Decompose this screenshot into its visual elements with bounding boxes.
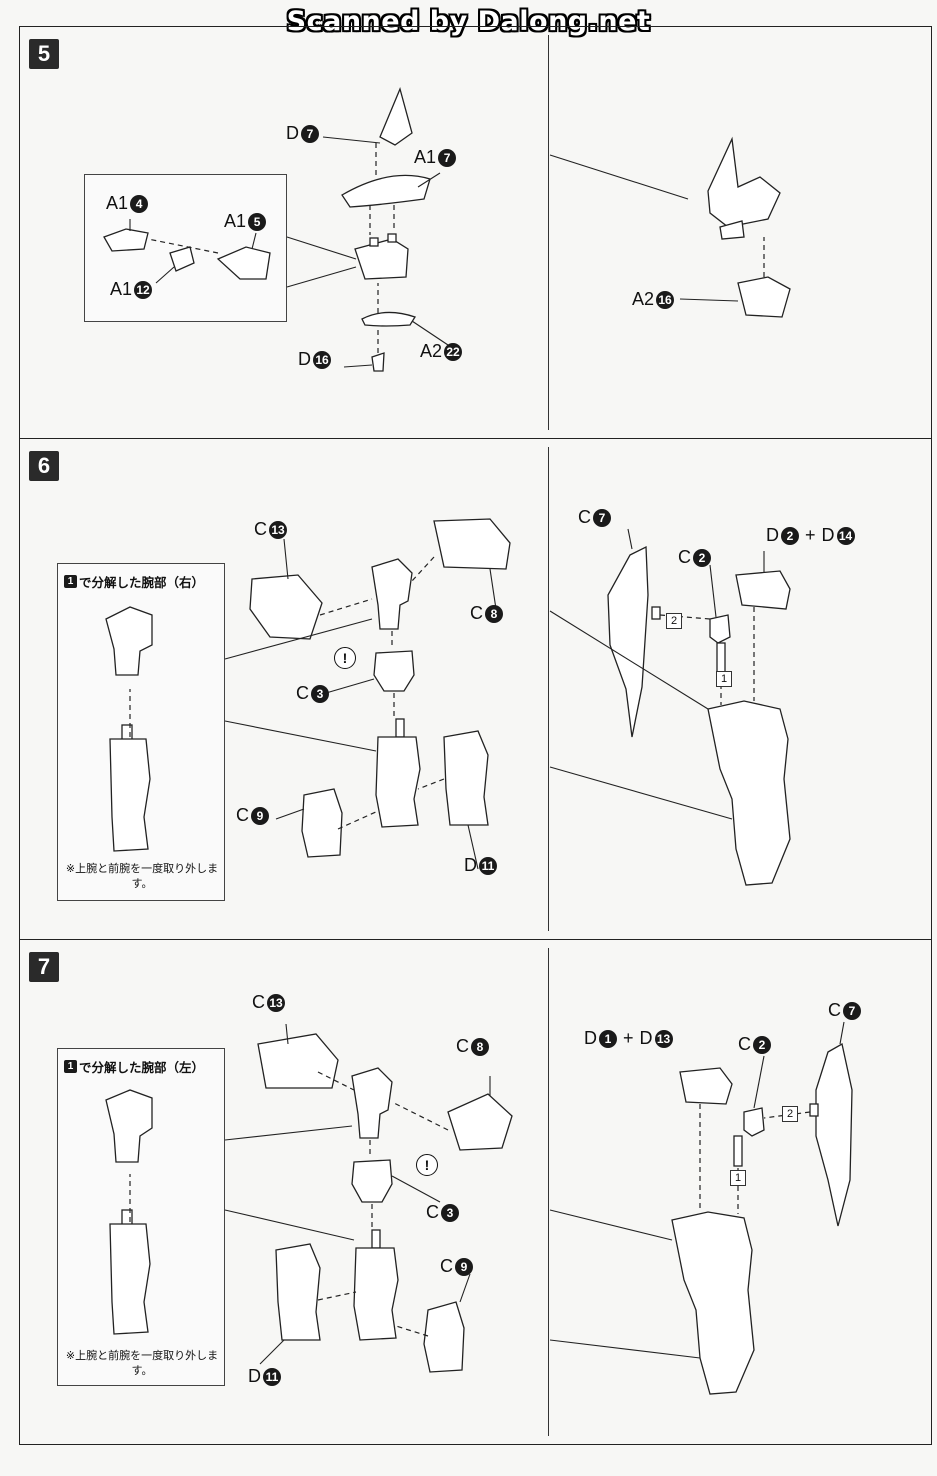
panel-divider (548, 447, 549, 931)
caution-mark: ! (334, 647, 356, 669)
step-5-drawing (103, 87, 791, 372)
order-marker-2: 2 (782, 1104, 799, 1122)
step-number: 5 (29, 39, 59, 69)
step-number: 7 (29, 952, 59, 982)
scan-banner: Scanned by Dalong.net (286, 6, 651, 37)
order-marker-1: 1 (716, 669, 733, 687)
caution-mark: ! (416, 1154, 438, 1176)
step-6-drawing (105, 518, 791, 886)
panel-divider (548, 948, 549, 1436)
step-7-drawing (105, 1021, 853, 1395)
order-marker-1: 1 (730, 1168, 747, 1186)
step-5-panel: 5 (19, 26, 932, 439)
panel-divider (548, 35, 549, 430)
inset-note: ※上腕と前腕を一度取り外します。 (65, 1350, 219, 1377)
step-number: 6 (29, 451, 59, 481)
inset-note: ※上腕と前腕を一度取り外します。 (65, 863, 219, 890)
order-marker-2: 2 (666, 611, 683, 629)
